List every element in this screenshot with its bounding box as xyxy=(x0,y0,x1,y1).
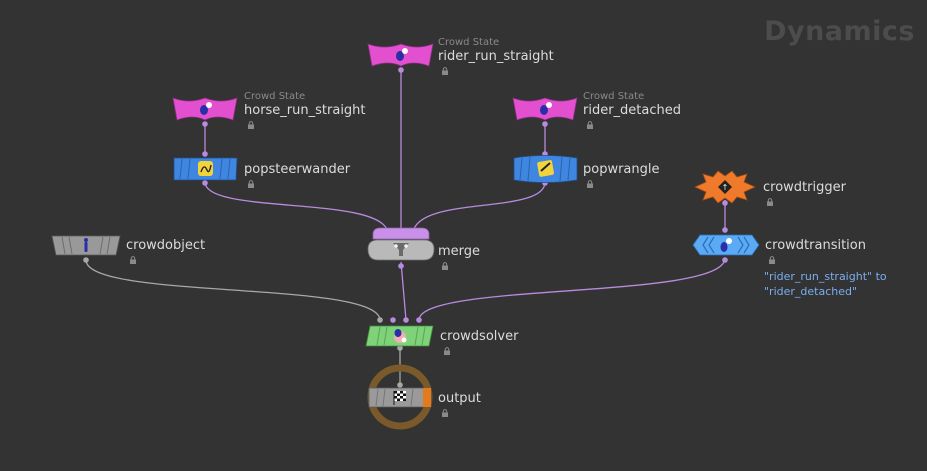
wire-crowdtransition-to-crowdsolver[interactable] xyxy=(418,257,726,321)
node-name-label[interactable]: horse_run_straight xyxy=(244,103,366,118)
node-name-label[interactable]: crowdtrigger xyxy=(763,180,846,195)
node-merge[interactable] xyxy=(367,227,435,261)
svg-text:↑: ↑ xyxy=(722,183,729,192)
node-popwrangle[interactable] xyxy=(513,155,578,183)
node-crowdobject[interactable] xyxy=(51,235,121,256)
node-stripes xyxy=(375,388,414,407)
crowd-solver-icon xyxy=(394,329,407,343)
node-type-label: Crowd State xyxy=(583,91,645,102)
input-connector[interactable] xyxy=(202,151,208,157)
wander-icon xyxy=(198,161,213,176)
output-connector[interactable] xyxy=(398,263,404,269)
output-connector[interactable] xyxy=(722,257,728,263)
connectors xyxy=(83,67,728,388)
node-crowdsolver[interactable] xyxy=(365,325,434,347)
crowd-state-icon xyxy=(200,102,212,115)
network-context-title: Dynamics xyxy=(764,16,915,47)
node-crowdtransition[interactable] xyxy=(692,234,760,256)
input-connector[interactable] xyxy=(403,317,409,323)
node-rider-detached[interactable] xyxy=(512,97,578,121)
merge-input-bar[interactable] xyxy=(372,227,430,240)
lock-icon[interactable] xyxy=(129,256,137,264)
lock-icon[interactable] xyxy=(441,409,449,417)
node-stripes xyxy=(61,236,111,255)
crowd-state-icon xyxy=(396,48,408,61)
node-horse-run-straight[interactable] xyxy=(172,97,238,121)
node-name-label[interactable]: rider_run_straight xyxy=(438,49,554,64)
input-connector[interactable] xyxy=(722,227,728,233)
input-connector[interactable] xyxy=(390,317,396,323)
node-rider-run-straight[interactable] xyxy=(367,43,434,67)
output-connector[interactable] xyxy=(397,345,403,351)
node-name-label[interactable]: merge xyxy=(438,244,481,259)
input-connector[interactable] xyxy=(416,317,422,323)
agent-icon xyxy=(84,238,88,252)
node-comment-line: "rider_run_straight" to xyxy=(764,270,887,283)
node-type-label: Crowd State xyxy=(244,91,306,102)
lock-icon[interactable] xyxy=(441,262,449,270)
input-connector[interactable] xyxy=(377,317,383,323)
lock-icon[interactable] xyxy=(443,347,451,355)
wire-crowdobject-to-crowdsolver[interactable] xyxy=(85,259,381,321)
node-comment: "rider_run_straight" to "rider_detached" xyxy=(764,269,887,299)
output-connector[interactable] xyxy=(722,200,728,206)
merge-icon xyxy=(393,243,409,256)
node-stripes xyxy=(376,326,426,346)
lock-icon[interactable] xyxy=(247,180,255,188)
node-type-label: Crowd State xyxy=(438,37,500,48)
node-crowdtrigger[interactable]: ↑ xyxy=(694,170,756,204)
lock-icon[interactable] xyxy=(247,121,255,129)
wrangle-icon xyxy=(537,160,554,177)
node-name-label[interactable]: output xyxy=(438,391,481,406)
render-flag[interactable] xyxy=(423,388,431,407)
node-stripes xyxy=(179,158,231,180)
wire-popsteerwander-to-merge[interactable] xyxy=(204,181,389,233)
node-name-label[interactable]: crowdsolver xyxy=(440,329,519,344)
wire-merge-to-crowdsolver[interactable] xyxy=(400,261,407,321)
node-output[interactable] xyxy=(367,364,433,430)
node-popsteerwander[interactable] xyxy=(173,157,238,181)
node-name-label[interactable]: crowdtransition xyxy=(765,238,866,253)
output-connector[interactable] xyxy=(202,180,208,186)
output-connector[interactable] xyxy=(202,121,208,127)
output-connector[interactable] xyxy=(398,67,404,73)
wire-popwrangle-to-merge[interactable] xyxy=(412,181,546,233)
node-name-label[interactable]: crowdobject xyxy=(126,238,206,253)
node-comment-line: "rider_detached" xyxy=(764,285,858,298)
input-connector[interactable] xyxy=(397,382,403,388)
node-name-label[interactable]: popwrangle xyxy=(583,162,660,177)
lock-icon[interactable] xyxy=(768,256,776,264)
lock-icon[interactable] xyxy=(586,121,594,129)
lock-icon[interactable] xyxy=(586,180,594,188)
trigger-icon: ↑ xyxy=(718,180,732,194)
output-connector[interactable] xyxy=(542,121,548,127)
crowd-transition-icon xyxy=(720,238,732,252)
node-name-label[interactable]: popsteerwander xyxy=(244,162,351,177)
output-connector[interactable] xyxy=(83,257,89,263)
node-chevrons xyxy=(702,236,750,254)
node-stripes xyxy=(519,156,571,182)
lock-icon[interactable] xyxy=(441,67,449,75)
checkered-flag-icon xyxy=(393,391,406,405)
crowd-state-icon xyxy=(540,102,552,115)
node-name-label[interactable]: rider_detached xyxy=(583,103,682,118)
lock-icon[interactable] xyxy=(766,198,774,206)
